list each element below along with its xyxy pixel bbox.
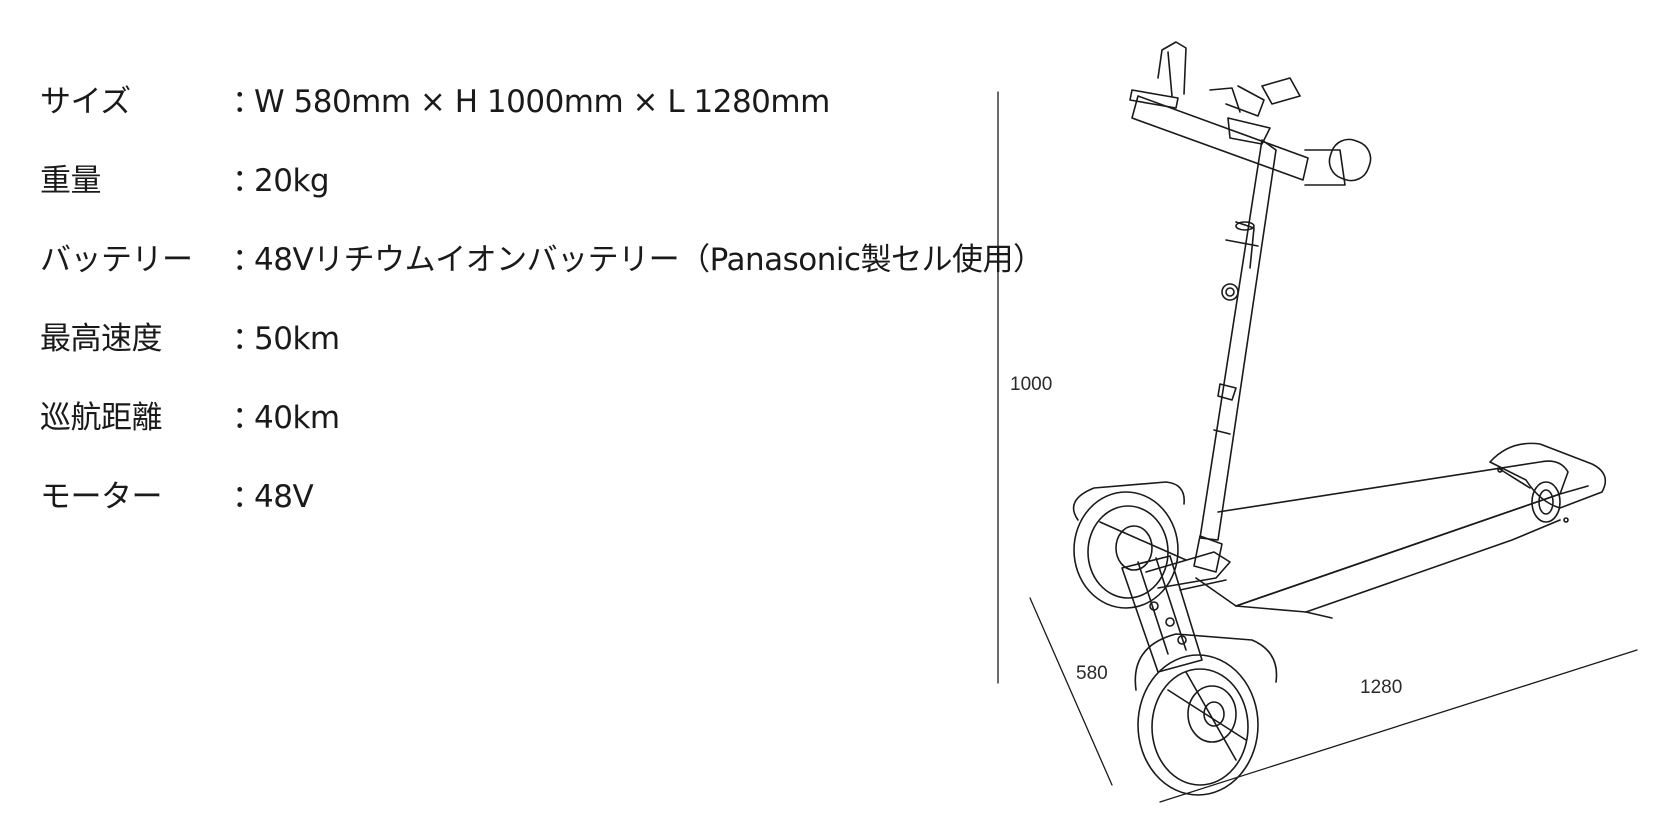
steering-column xyxy=(1193,139,1277,573)
spec-row-weight: 重量 ： 20kg xyxy=(40,155,1000,234)
front-wheel-left xyxy=(1072,481,1187,609)
rear-wheel xyxy=(1489,442,1607,523)
spec-separator: ： xyxy=(232,163,263,199)
spec-value: W 580mm × H 1000mm × L 1280mm xyxy=(254,84,830,120)
spec-value: 40km xyxy=(254,400,340,436)
spec-row-size: サイズ ： W 580mm × H 1000mm × L 1280mm xyxy=(40,76,1000,155)
spec-label: サイズ xyxy=(40,84,131,120)
height-dimension-label: 1000 xyxy=(1010,374,1053,395)
spec-row-range: 巡航距離 ： 40km xyxy=(40,392,1000,471)
front-wheel-right xyxy=(1134,633,1278,796)
spec-separator: ： xyxy=(232,84,263,120)
scooter-drawing xyxy=(997,41,1638,803)
width-dimension-label: 580 xyxy=(1076,663,1108,684)
handlebar xyxy=(1129,41,1372,186)
length-dimension-line xyxy=(1159,649,1638,803)
spec-label: モーター xyxy=(40,479,163,515)
spec-value: 20kg xyxy=(254,163,330,199)
front-axle xyxy=(1121,551,1231,673)
spec-label: 重量 xyxy=(40,163,102,199)
spec-table: サイズ ： W 580mm × H 1000mm × L 1280mm 重量 ：… xyxy=(40,76,1044,550)
spec-value: 50km xyxy=(254,321,340,357)
width-dimension-line xyxy=(1029,597,1113,786)
deck xyxy=(1195,460,1589,619)
spec-label: バッテリー xyxy=(40,242,193,278)
spec-label: 最高速度 xyxy=(40,321,163,357)
spec-label: 巡航距離 xyxy=(40,400,163,436)
spec-row-motor: モーター ： 48V xyxy=(40,471,1000,550)
length-dimension-label: 1280 xyxy=(1360,677,1403,698)
spec-separator: ： xyxy=(232,479,263,515)
spec-separator: ： xyxy=(232,242,263,278)
spec-value: 48V xyxy=(254,479,314,515)
spec-separator: ： xyxy=(232,321,263,357)
spec-row-battery: バッテリー ： 48Vリチウムイオンバッテリー（Panasonic製セル使用） xyxy=(40,234,1044,313)
spec-separator: ： xyxy=(232,400,263,436)
spec-row-max-speed: 最高速度 ： 50km xyxy=(40,313,1000,392)
spec-value: 48Vリチウムイオンバッテリー（Panasonic製セル使用） xyxy=(254,242,1044,278)
